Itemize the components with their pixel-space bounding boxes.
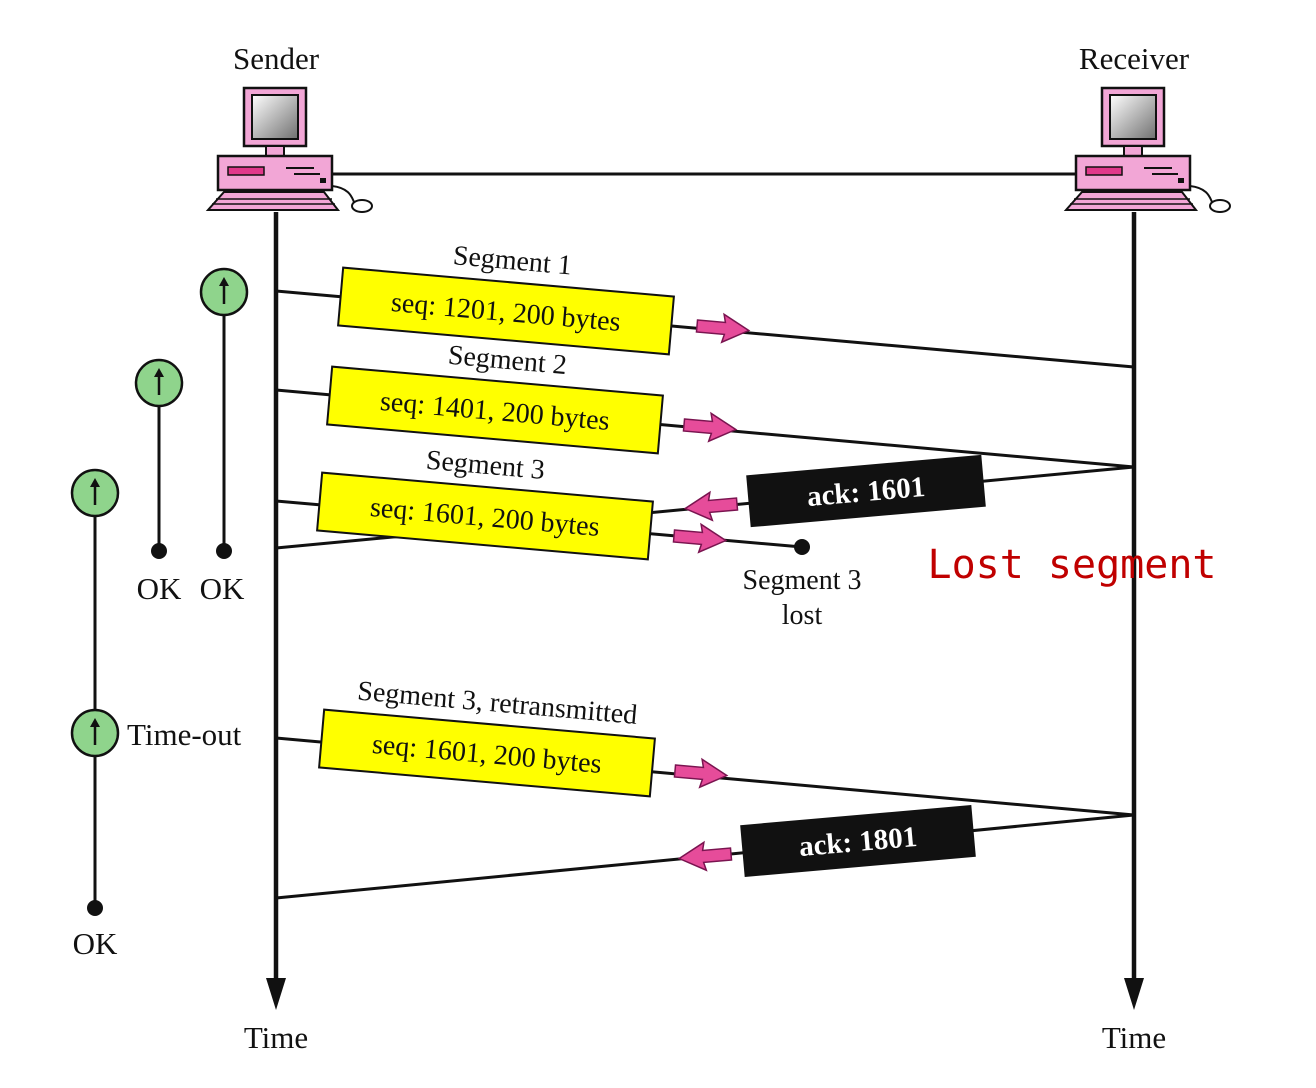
- segment3-label: Segment 3: [425, 445, 546, 486]
- timer2-ok-label: OK: [137, 571, 182, 606]
- segment3-retransmit-box: [318, 708, 656, 798]
- segment1-direction-arrow-icon: [695, 311, 751, 346]
- ack1801-direction-arrow-icon: [677, 839, 733, 874]
- timer1-end-dot: [216, 543, 232, 559]
- timer1-ok-label: OK: [200, 571, 245, 606]
- segment3-lost-dot: [794, 539, 810, 555]
- time-label-right: Time: [1102, 1020, 1166, 1055]
- segment3-lost-label-line2: lost: [782, 600, 823, 631]
- timeout-label: Time-out: [127, 717, 242, 752]
- segment2-box: [326, 365, 664, 455]
- timer1-icon: [199, 267, 249, 317]
- timer2-icon: [134, 358, 184, 408]
- receiver-timeline-arrowhead: [1124, 978, 1144, 1010]
- timer3-icon: [70, 468, 120, 518]
- timer3-end-dot: [87, 900, 103, 916]
- sender-computer-icon: [206, 86, 374, 214]
- sender-label: Sender: [233, 41, 320, 76]
- ack1601-direction-arrow-icon: [683, 489, 739, 524]
- segment2-label: Segment 2: [447, 340, 568, 381]
- lost-segment-annotation: Lost segment: [928, 542, 1217, 588]
- sender-timeline-arrowhead: [266, 978, 286, 1010]
- segment3-lost-label-line1: Segment 3: [743, 565, 862, 596]
- receiver-label: Receiver: [1079, 41, 1190, 76]
- timer3-restart-icon: [70, 708, 120, 758]
- segment3-box: [316, 471, 654, 561]
- receiver-computer-icon: [1064, 86, 1232, 214]
- segment1-box: [337, 266, 675, 356]
- ack1801-box: [740, 804, 976, 878]
- segment3-retransmit-direction-arrow-icon: [673, 756, 729, 791]
- ack1601-box: [746, 454, 986, 528]
- segment3-direction-arrow-icon: [672, 521, 728, 556]
- timer3-ok-label: OK: [73, 926, 118, 961]
- timer2-end-dot: [151, 543, 167, 559]
- segment1-label: Segment 1: [452, 240, 573, 281]
- time-label-left: Time: [244, 1020, 308, 1055]
- segment2-direction-arrow-icon: [682, 410, 738, 445]
